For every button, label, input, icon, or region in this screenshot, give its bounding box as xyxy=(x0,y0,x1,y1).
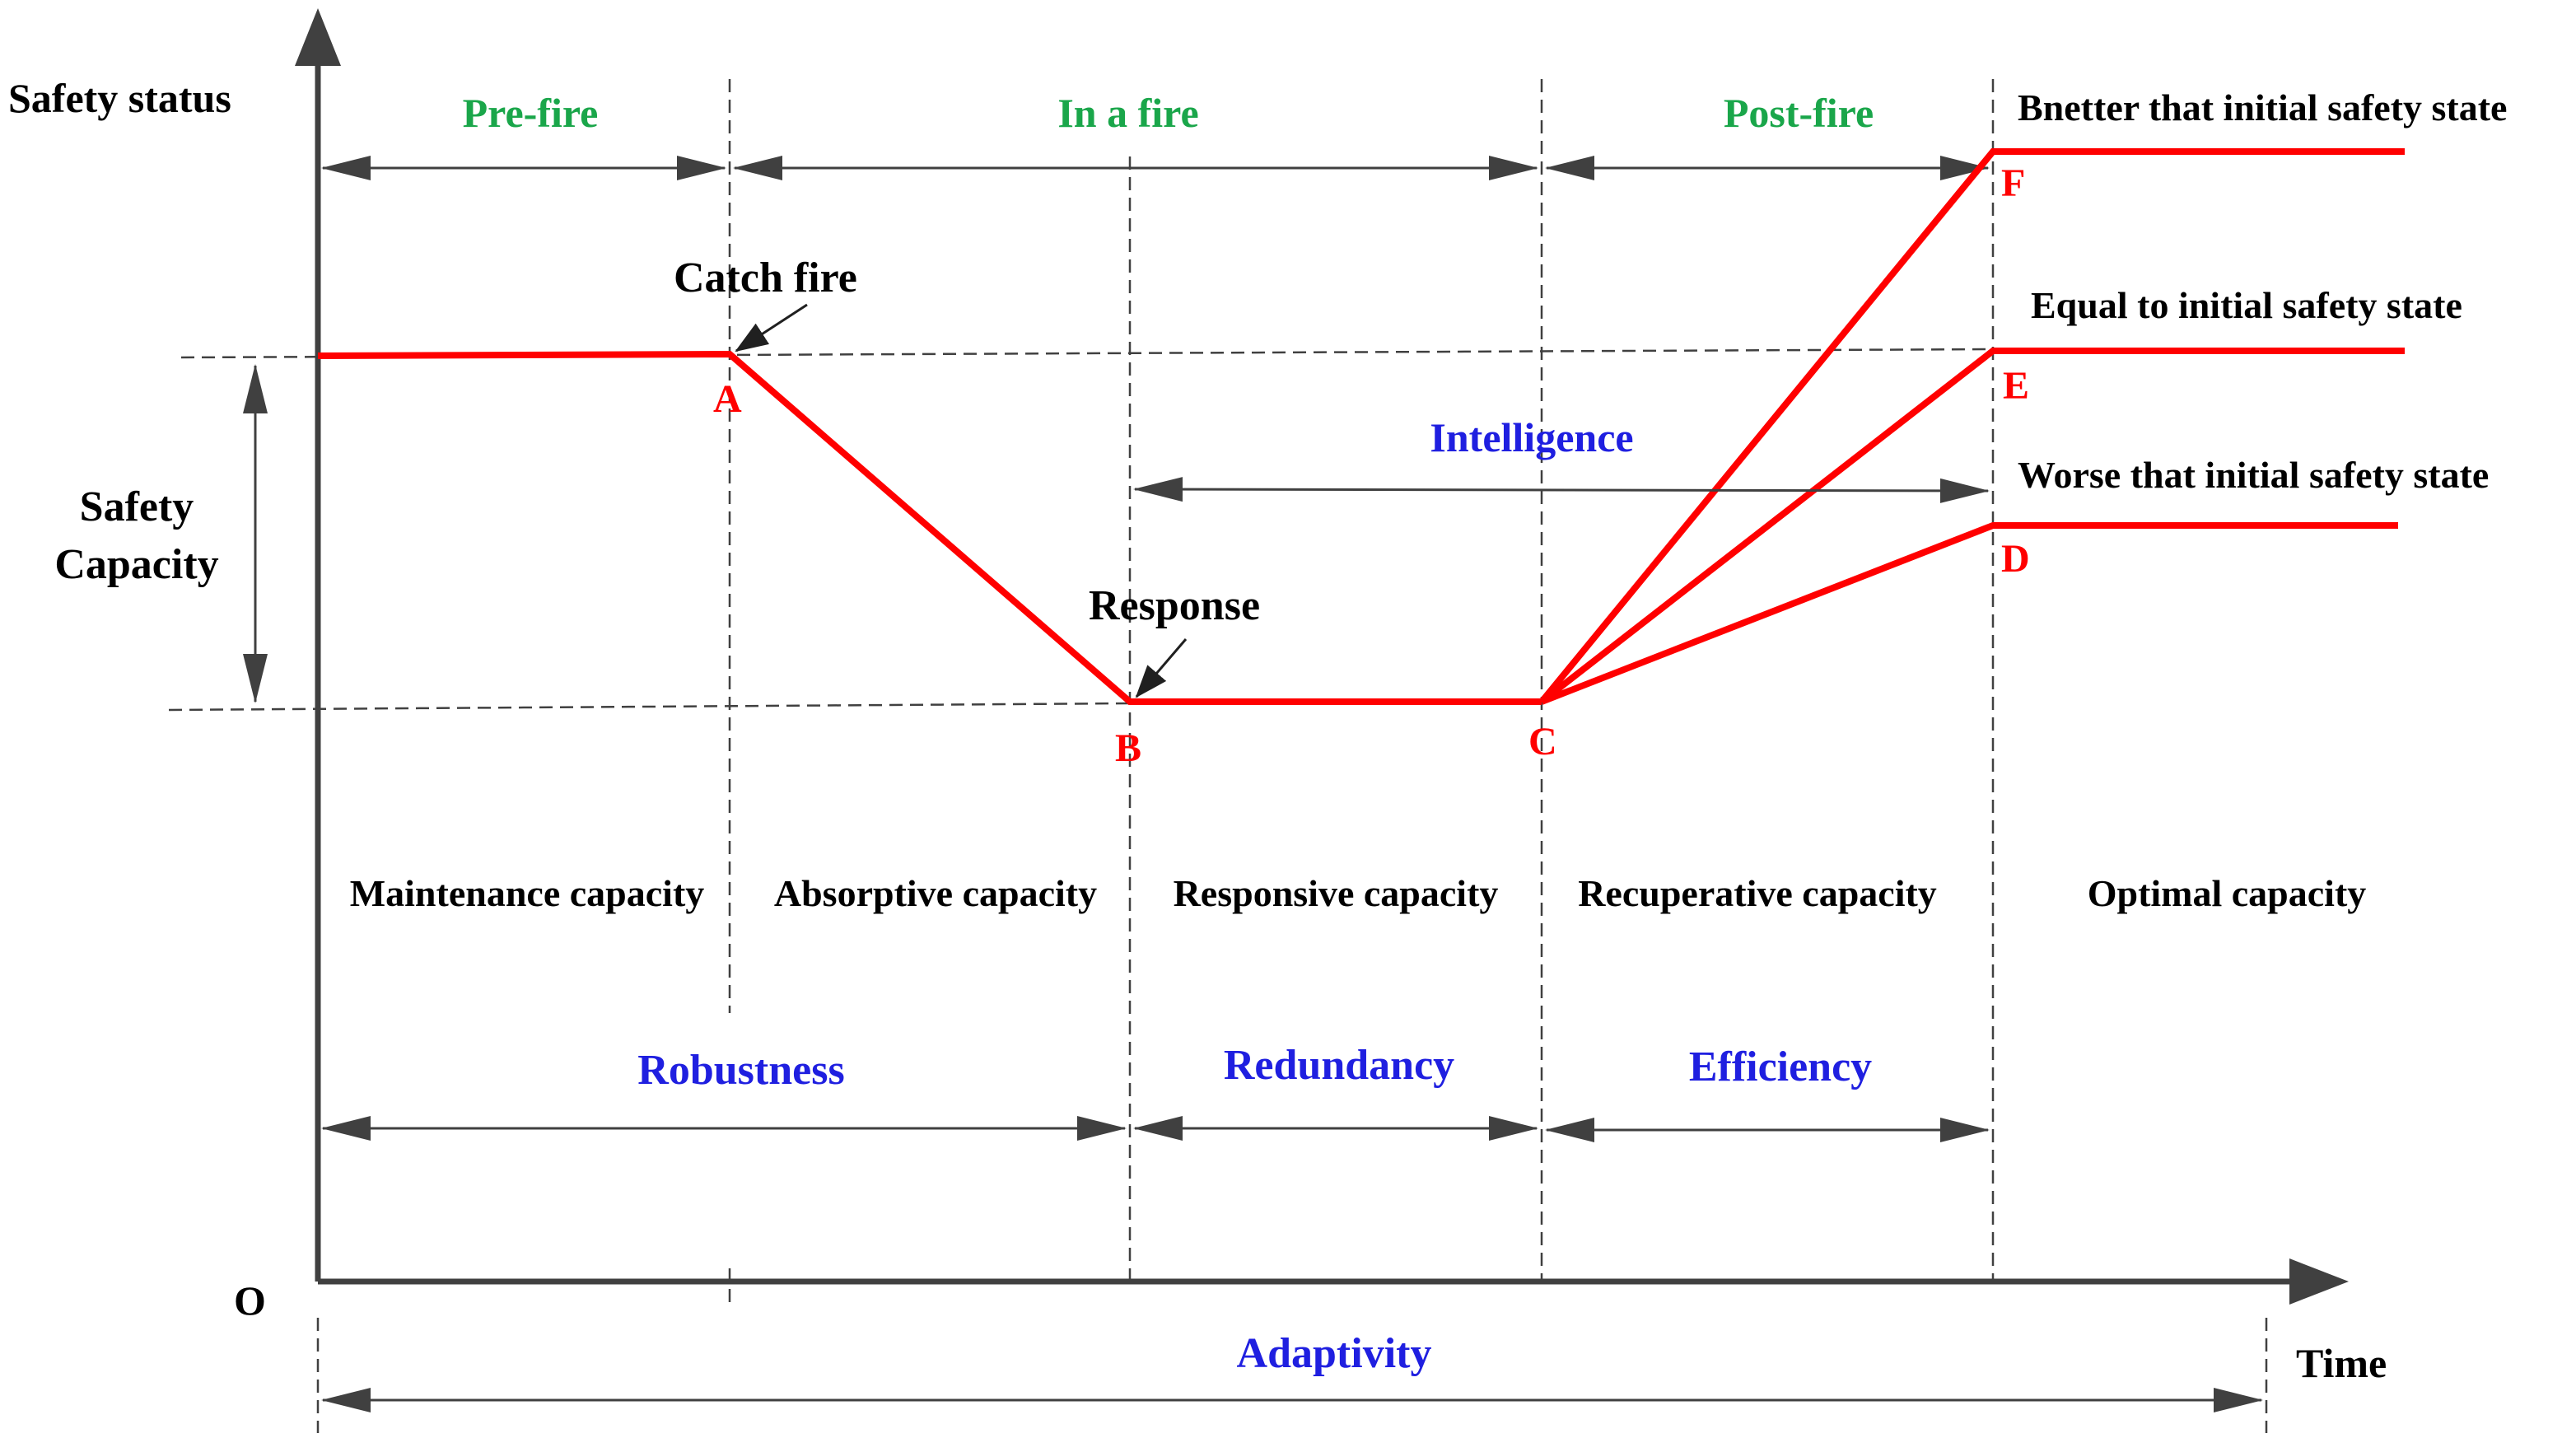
property-intelligence: Intelligence xyxy=(1430,414,1633,460)
outcome-equal: Equal to initial safety state xyxy=(2031,284,2462,326)
phase-in-fire: In a fire xyxy=(1057,90,1198,136)
x-axis-arrowhead xyxy=(2289,1258,2349,1305)
capacity-absorptive: Absorptive capacity xyxy=(774,872,1097,914)
y-axis-label: Safety status xyxy=(8,75,231,121)
property-redundancy: Redundancy xyxy=(1224,1042,1454,1089)
outcome-worse: Worse that initial safety state xyxy=(2018,454,2489,496)
safety-capacity-label-1: Safety xyxy=(80,483,194,530)
point-e: E xyxy=(2003,364,2029,408)
safety-capacity-label-2: Capacity xyxy=(54,541,218,588)
minimum-safety-level xyxy=(168,702,1131,712)
recovery-better xyxy=(1538,148,2405,704)
point-b: B xyxy=(1115,726,1141,770)
y-axis-arrowhead xyxy=(295,8,341,66)
capacity-recuperative: Recuperative capacity xyxy=(1578,872,1937,914)
point-f: F xyxy=(2001,161,2025,205)
recovery-worse xyxy=(1540,522,2398,705)
x-axis-label: Time xyxy=(2296,1340,2387,1386)
response-label: Response xyxy=(1089,582,1260,629)
catch-fire-pointer xyxy=(735,303,808,352)
property-adaptivity: Adaptivity xyxy=(1237,1330,1432,1377)
property-robustness: Robustness xyxy=(637,1047,844,1094)
capacity-maintenance: Maintenance capacity xyxy=(350,872,705,914)
outcome-better: Bnetter that initial safety state xyxy=(2018,86,2507,128)
point-d: D xyxy=(2001,537,2030,581)
point-a: A xyxy=(713,377,742,421)
capacity-optimal: Optimal capacity xyxy=(2088,872,2367,914)
property-efficiency: Efficiency xyxy=(1689,1043,1872,1090)
origin-label: O xyxy=(234,1277,266,1324)
initial-safety-level xyxy=(180,348,1994,359)
point-c: C xyxy=(1528,720,1557,763)
intelligence-arrow xyxy=(1133,477,1990,503)
recovery-equal xyxy=(1539,348,2405,705)
phase-post-fire: Post-fire xyxy=(1724,90,1874,136)
capacity-responsive: Responsive capacity xyxy=(1174,872,1499,914)
resilience-curve xyxy=(317,350,1542,705)
phase-pre-fire: Pre-fire xyxy=(463,90,599,136)
response-pointer xyxy=(1135,638,1188,698)
catch-fire-label: Catch fire xyxy=(674,254,857,301)
